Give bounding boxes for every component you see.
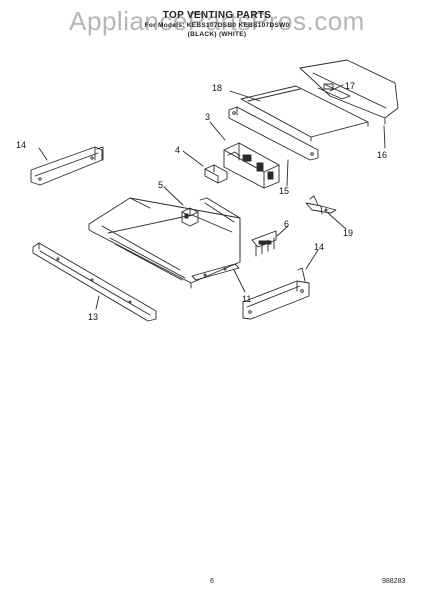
document-code: 988283 bbox=[382, 578, 406, 585]
callout-14-right: 14 bbox=[314, 242, 324, 252]
model-line: For Models: KEBS107DSB0 KEBS107DSW0 bbox=[144, 22, 290, 29]
color-line: (BLACK) (WHITE) bbox=[187, 31, 247, 38]
part-11-connector bbox=[251, 230, 277, 257]
callout-leaders bbox=[38, 84, 386, 310]
callout-13: 13 bbox=[88, 312, 98, 322]
part-14-left-bracket bbox=[30, 146, 104, 186]
callout-11: 6 bbox=[284, 219, 289, 229]
part-6-side-rail bbox=[191, 263, 240, 281]
part-15-blower-assembly bbox=[223, 142, 280, 189]
diagram-title: TOP VENTING PARTS bbox=[162, 10, 272, 21]
part-13-long-rail bbox=[32, 242, 157, 322]
callout-labels: 14 3 4 5 18 17 16 15 19 6 14 11 13 bbox=[16, 81, 387, 322]
callout-14-left: 14 bbox=[16, 140, 26, 150]
callout-5: 5 bbox=[158, 180, 163, 190]
callout-17: 17 bbox=[345, 81, 355, 91]
part-14-right-bracket bbox=[242, 267, 310, 320]
page-number: 6 bbox=[210, 578, 214, 585]
callout-3: 3 bbox=[205, 112, 210, 122]
callout-16: 16 bbox=[377, 150, 387, 160]
callout-19: 19 bbox=[343, 228, 353, 238]
part-18-flat-panel bbox=[240, 85, 369, 142]
part-19-bracket bbox=[305, 195, 337, 215]
watermark: AppliancePartsPros.com bbox=[69, 6, 365, 36]
part-16-top-panel bbox=[299, 59, 399, 125]
part-5-switch bbox=[181, 207, 199, 227]
callout-4: 4 bbox=[175, 145, 180, 155]
part-4-small-block bbox=[204, 164, 228, 184]
callout-15: 15 bbox=[279, 186, 289, 196]
part-15-bracket-strip bbox=[228, 106, 319, 161]
callout-6: 11 bbox=[242, 294, 251, 304]
callout-18: 18 bbox=[212, 83, 222, 93]
